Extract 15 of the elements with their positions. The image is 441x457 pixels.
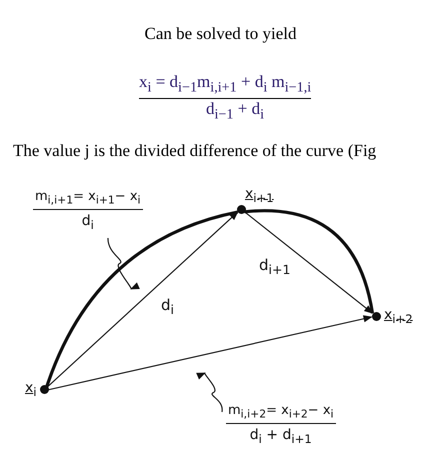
leader-line bbox=[200, 372, 223, 412]
formula-denominator: d$_{i}$ bbox=[82, 212, 94, 232]
formula-numerator: x$_{i}$ = d$_{i−1}$m$_{i,i+1}$ + d$_{i}$ m$_{i−1,i}$ bbox=[139, 72, 312, 100]
point-label: x$_{i+2}$ bbox=[384, 307, 413, 326]
point-label: x$_{i}$ bbox=[25, 380, 37, 399]
body-text: Can be solved to yield bbox=[143, 24, 298, 44]
edge-label: d$_{i}$ bbox=[160, 296, 176, 317]
formula-numerator: m$_{i,i+2}$= x$_{i+2}$− x$_{i}$ bbox=[226, 403, 336, 424]
formula-numerator: m$_{i,i+1}$= x$_{i+1}$− x$_{i}$ bbox=[33, 189, 143, 210]
arrow bbox=[47, 315, 372, 391]
formula-denominator: d$_{i}$ + d$_{i+1}$ bbox=[250, 426, 312, 446]
edge-label: d$_{i+1}$ bbox=[258, 256, 292, 277]
formula-denominator: d$_{i−1}$ + d$_{i}$ bbox=[206, 99, 264, 124]
body-text: The value j is the divided difference of the curve (Fig bbox=[13, 141, 378, 161]
point-label: x$_{i+1}$ bbox=[245, 186, 274, 205]
